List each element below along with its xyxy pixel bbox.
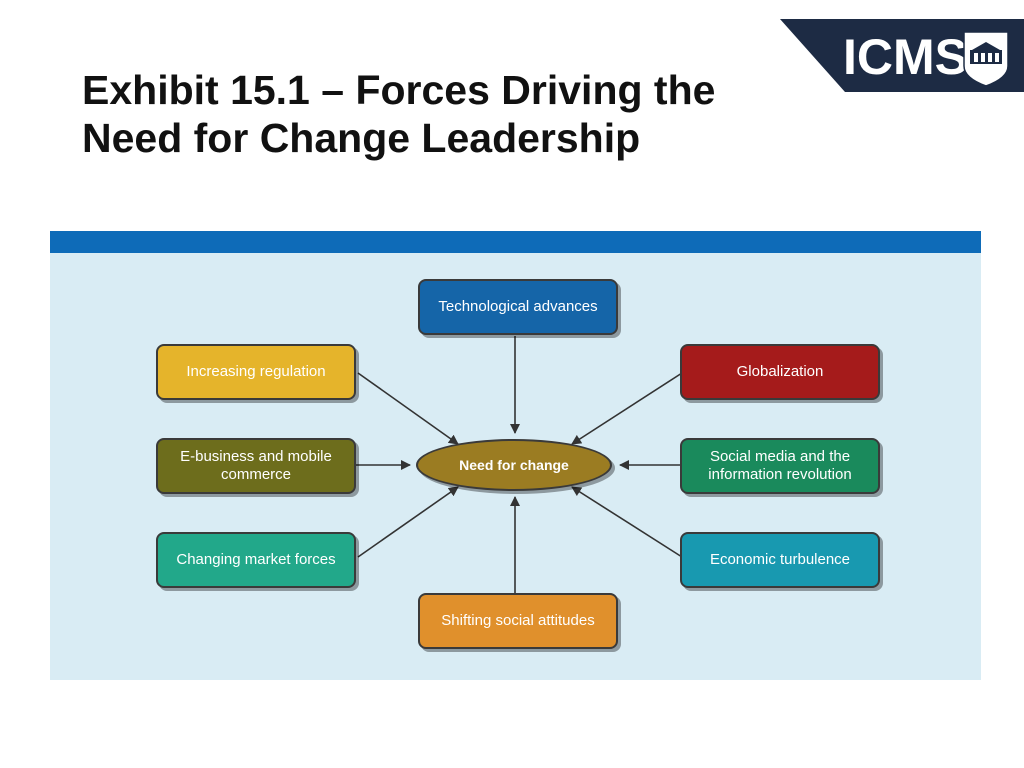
arrow-globalization [571,372,683,445]
icms-logo: ICMS [780,19,1024,92]
slide-title-line-2: Need for Change Leadership [82,115,641,161]
force-box-attitudes: Shifting social attitudes [418,593,618,649]
slide-title-line-1: Exhibit 15.1 – Forces Driving the [82,67,716,113]
forces-diagram: Technological advances Increasing regula… [50,231,981,680]
force-box-ebusiness: E-business and mobile commerce [156,438,356,494]
diagram-arrows [356,336,683,593]
force-box-regulation: Increasing regulation [156,344,356,400]
slide-title: Exhibit 15.1 – Forces Driving the Need f… [82,66,715,162]
arrow-economic [571,486,683,558]
diagram-header-bar [50,231,981,253]
force-box-tech: Technological advances [418,279,618,335]
arrow-regulation [357,372,459,445]
logo-text: ICMS [843,29,968,85]
crest-icon [963,31,1009,87]
center-node-label: Need for change [459,457,569,473]
arrow-market [357,486,459,558]
force-box-economic: Economic turbulence [680,532,880,588]
logo-banner [780,19,1024,92]
force-box-social-media: Social media and the information revolut… [680,438,880,494]
force-box-globalization: Globalization [680,344,880,400]
center-node-need-for-change: Need for change [416,439,612,491]
force-box-market: Changing market forces [156,532,356,588]
